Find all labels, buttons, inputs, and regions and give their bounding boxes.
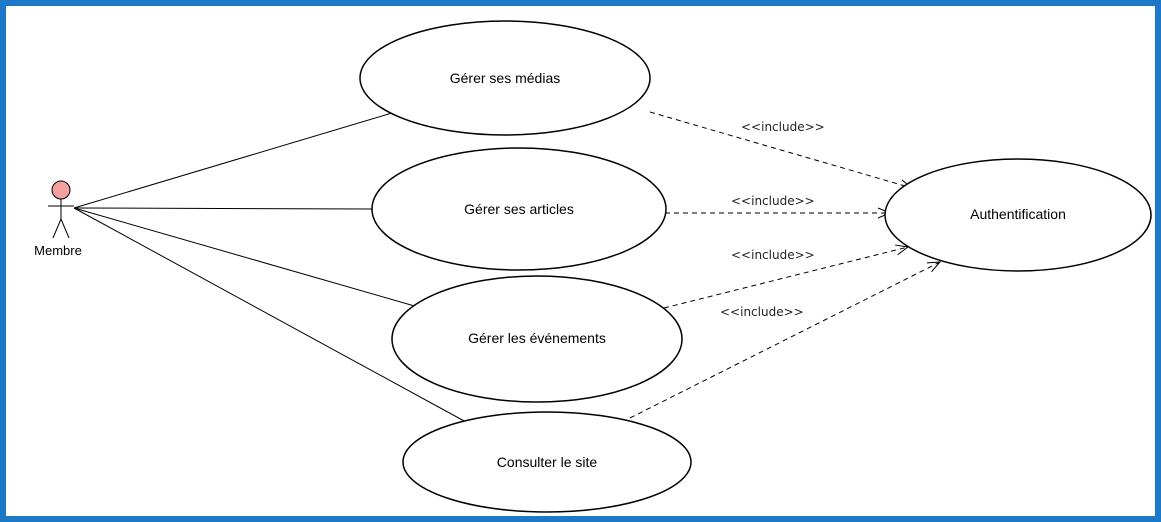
use-case-articles-ellipse [371,147,667,271]
use-case-evenements-ellipse [391,275,683,403]
include-label-articles: <<include>> [731,194,815,208]
use-case-evenements[interactable]: Gérer les événements [391,275,683,403]
use-case-consulter[interactable]: Consulter le site [402,411,692,513]
actor-name-label: Membre [34,243,82,258]
use-case-auth[interactable]: Authentification [884,158,1152,272]
actor-head-icon [51,180,71,200]
include-medias-auth [649,111,912,188]
use-case-medias-ellipse [359,20,651,136]
association-articles [73,207,373,210]
association-consulter [73,207,467,423]
include-label-evenements: <<include>> [731,248,815,262]
association-medias [73,112,393,209]
actor-membre[interactable]: Membre [34,180,82,258]
use-case-consulter-label: Consulter le site [497,454,598,470]
use-case-auth-label: Authentification [970,206,1066,222]
use-case-consulter-ellipse [402,411,692,513]
include-label-medias: <<include>> [741,120,825,134]
use-case-evenements-label: Gérer les événements [468,330,606,346]
include-evenements-auth [663,247,908,309]
include-dependencies [621,111,940,423]
association-evenements [73,207,419,308]
associations [73,112,467,423]
include-label-consulter: <<include>> [720,305,804,319]
use-case-articles-label: Gérer ses articles [464,201,574,217]
actor-left-leg-icon [52,218,62,239]
use-case-articles[interactable]: Gérer ses articles [371,147,667,271]
use-case-medias[interactable]: Gérer ses médias [359,20,651,136]
actor-right-leg-icon [60,218,70,239]
use-case-medias-label: Gérer ses médias [450,70,560,86]
use-case-auth-ellipse [884,158,1152,272]
